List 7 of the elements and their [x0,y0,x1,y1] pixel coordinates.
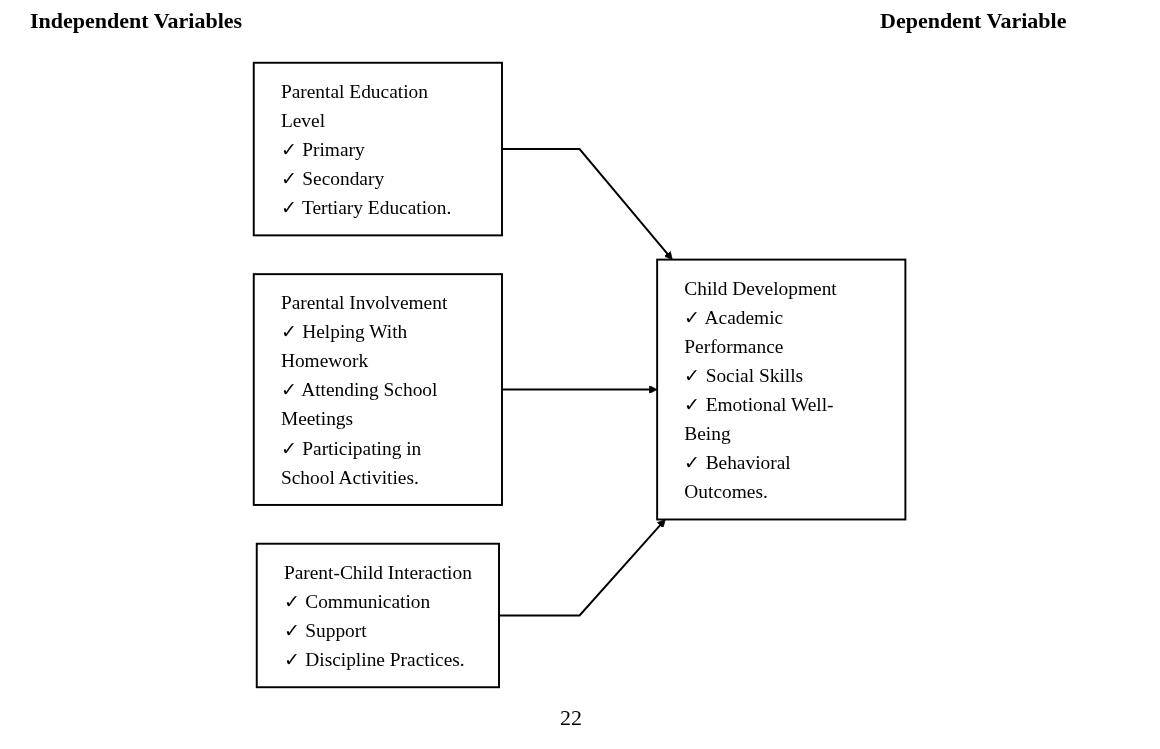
node-box: Parental Education Level ✓ Primary ✓ Secondary ✓ Tertiary Education. [253,61,504,237]
page-number: 22 [560,705,582,731]
column-heading: Independent Variables [30,8,243,34]
node-box: Parent-Child Interaction ✓ Communication ✓ Support ✓ Discipline Practices. [256,542,501,689]
node-box: Parental Involvement ✓ Helping With Homework ✓ Attending School Meetings ✓ Participating in School Activities. [253,273,504,506]
node-box: Child Development ✓ Academic Performance ✓ Social Skills ✓ Emotional Well-Being ✓ Behavioral Outcomes. [656,258,907,521]
column-heading: Dependent Variable [880,8,1067,34]
